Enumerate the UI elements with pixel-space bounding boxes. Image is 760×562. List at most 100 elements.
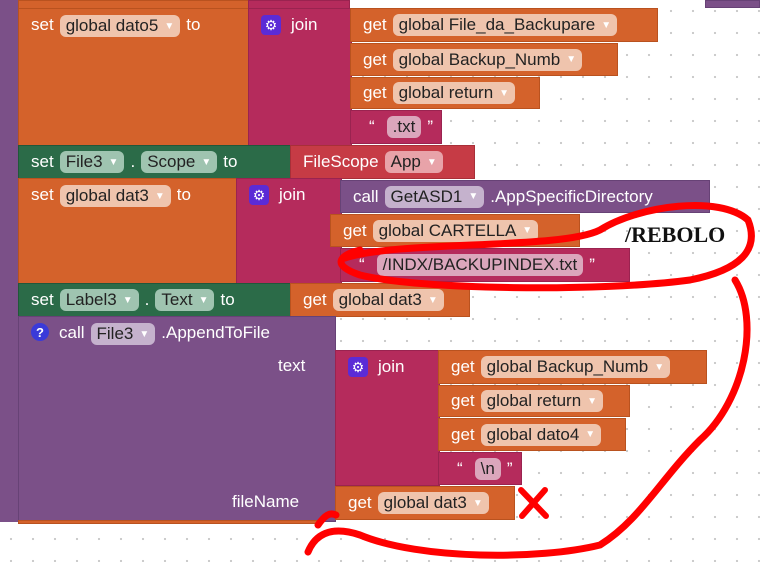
method-name: .AppSpecificDirectory xyxy=(490,186,653,206)
property-name: Text xyxy=(161,290,193,309)
red-circle-stroke xyxy=(337,202,755,292)
method-name: .AppendToFile xyxy=(161,323,270,342)
annotation-text: /REBOLO xyxy=(624,222,725,247)
call-appendtofile-block[interactable]: ? call File3 ▼ .AppendToFile xyxy=(18,316,336,522)
variable-dropdown[interactable]: global File_da_Backupare ▼ xyxy=(392,14,618,36)
scope-value: App xyxy=(390,152,421,171)
component-dropdown[interactable]: File3 ▼ xyxy=(90,323,156,345)
gear-icon[interactable]: ⚙ xyxy=(348,357,368,377)
filename-param-label: fileName xyxy=(232,492,300,511)
set-dat3-block[interactable]: set global dat3▼ to xyxy=(18,178,238,284)
dropdown-arrow-icon: ▼ xyxy=(585,429,596,440)
property-name: Scope xyxy=(147,152,196,171)
var-name: global return xyxy=(398,83,494,102)
text-block[interactable]: “\n” xyxy=(438,452,522,485)
var-name: global dat3 xyxy=(65,186,149,205)
var-name: global dat3 xyxy=(383,493,467,512)
get-keyword: get xyxy=(451,424,475,444)
get-block[interactable]: get global File_da_Backupare ▼ xyxy=(350,8,658,42)
get-keyword: get xyxy=(363,15,387,34)
filescope-block[interactable]: FileScope App▼ xyxy=(290,145,475,179)
get-block[interactable]: get global dat3 ▼ xyxy=(290,283,470,317)
workspace-left-strip xyxy=(0,0,18,522)
variable-dropdown[interactable]: global return▼ xyxy=(480,390,604,412)
get-block[interactable]: get global return▼ xyxy=(350,77,540,109)
component-name: Label3 xyxy=(65,290,117,309)
text-field[interactable]: \n xyxy=(474,457,501,480)
text-field[interactable]: /INDX/BACKUPINDEX.txt xyxy=(376,254,584,276)
join-block[interactable]: ⚙join xyxy=(335,350,440,486)
var-name: global Backup_Numb xyxy=(486,357,649,376)
get-keyword: get xyxy=(363,83,387,102)
dropdown-arrow-icon: ▼ xyxy=(468,191,479,202)
get-block[interactable]: get global return▼ xyxy=(438,385,630,417)
get-keyword: get xyxy=(363,49,387,69)
join-block[interactable]: ⚙ join xyxy=(236,178,342,284)
dropdown-arrow-icon: ▼ xyxy=(601,19,612,31)
get-keyword: get xyxy=(348,493,372,512)
variable-dropdown[interactable]: global dato5 ▼ xyxy=(59,15,181,37)
dropdown-arrow-icon: ▼ xyxy=(201,156,212,168)
dropdown-arrow-icon: ▼ xyxy=(164,20,175,32)
variable-dropdown[interactable]: global dat3 ▼ xyxy=(59,185,171,207)
variable-dropdown[interactable]: global dato4 ▼ xyxy=(480,423,602,446)
variable-dropdown[interactable]: global Backup_Numb ▼ xyxy=(480,356,671,378)
gear-icon[interactable]: ⚙ xyxy=(261,15,281,35)
set-scope-block[interactable]: set File3▼. Scope▼ to xyxy=(18,145,292,179)
red-arrow-stroke xyxy=(304,276,751,559)
dropdown-arrow-icon: ▼ xyxy=(427,294,438,306)
dropdown-arrow-icon: ▼ xyxy=(154,190,165,202)
set-dato5-block[interactable]: set global dato5▼ to xyxy=(18,8,250,146)
get-block[interactable]: get global Backup_Numb ▼ xyxy=(350,43,618,76)
dropdown-arrow-icon: ▼ xyxy=(122,294,133,306)
set-keyword: set xyxy=(31,290,54,309)
call-keyword: call xyxy=(59,323,85,342)
var-name: global dato4 xyxy=(486,424,580,444)
variable-dropdown[interactable]: global dat3 ▼ xyxy=(377,492,489,514)
scope-dropdown[interactable]: App▼ xyxy=(384,151,443,173)
variable-dropdown[interactable]: global dat3 ▼ xyxy=(332,289,444,311)
variable-dropdown[interactable]: global Backup_Numb ▼ xyxy=(392,48,583,71)
filescope-label: FileScope xyxy=(303,152,379,171)
get-keyword: get xyxy=(451,391,475,410)
var-name: global File_da_Backupare xyxy=(398,15,596,34)
get-block[interactable]: get global dato4 ▼ xyxy=(438,418,626,451)
text-field[interactable]: .txt xyxy=(386,116,422,138)
set-keyword: set xyxy=(31,15,54,34)
component-name: GetASD1 xyxy=(390,186,463,206)
var-name: global dato5 xyxy=(65,16,159,35)
help-icon[interactable]: ? xyxy=(31,323,49,341)
get-block[interactable]: get global dat3 ▼ xyxy=(335,486,515,520)
property-dropdown[interactable]: Scope ▼ xyxy=(141,151,218,173)
component-dropdown[interactable]: GetASD1 ▼ xyxy=(384,185,485,208)
var-name: global dat3 xyxy=(338,290,422,309)
call-keyword: call xyxy=(353,186,379,206)
get-keyword: get xyxy=(303,290,327,309)
variable-dropdown[interactable]: global CARTELLA▼ xyxy=(372,219,539,242)
variable-dropdown[interactable]: global return▼ xyxy=(392,82,516,104)
component-dropdown[interactable]: Label3 ▼ xyxy=(59,289,139,311)
var-name: global Backup_Numb xyxy=(398,49,561,69)
property-dropdown[interactable]: Text ▼ xyxy=(155,289,215,311)
component-name: File3 xyxy=(65,152,103,171)
dropdown-arrow-icon: ▼ xyxy=(472,497,483,509)
red-cross-mark xyxy=(518,487,549,519)
join-label: join xyxy=(279,185,306,204)
dropdown-arrow-icon: ▼ xyxy=(108,156,119,168)
gear-icon[interactable]: ⚙ xyxy=(249,185,269,205)
set-keyword: set xyxy=(31,185,54,204)
dropdown-arrow-icon: ▼ xyxy=(139,328,150,340)
component-name: File3 xyxy=(96,324,134,343)
dropdown-arrow-icon: ▼ xyxy=(654,361,665,373)
to-keyword: to xyxy=(220,290,235,309)
component-dropdown[interactable]: File3 ▼ xyxy=(59,151,125,173)
join-label: join xyxy=(291,15,318,34)
var-name: global return xyxy=(486,391,582,410)
set-keyword: set xyxy=(31,152,54,171)
text-block[interactable]: “.txt” xyxy=(350,110,442,144)
dropdown-arrow-icon: ▼ xyxy=(198,294,209,306)
dropdown-arrow-icon: ▼ xyxy=(566,54,577,65)
